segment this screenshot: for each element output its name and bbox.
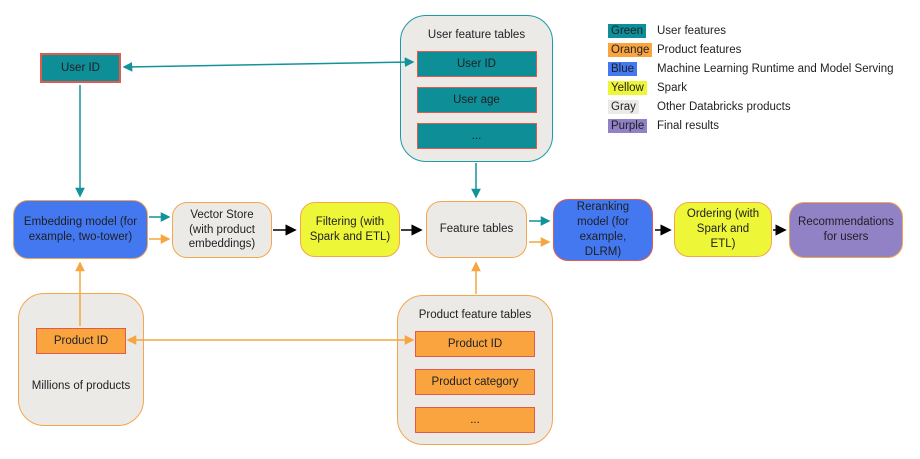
legend-label: Spark — [657, 81, 688, 94]
product-feature-tables-title: Product feature tables — [418, 309, 532, 321]
legend-item: Purple Final results — [608, 116, 894, 135]
node-recommendations: Recommendations for users — [789, 202, 903, 258]
user-feature-row: User age — [416, 87, 537, 113]
product-feature-row: ... — [415, 407, 535, 433]
node-vector-store: Vector Store (with product embeddings) — [172, 202, 272, 258]
node-filtering: Filtering (with Spark and ETL) — [300, 202, 400, 257]
user-feature-tables-title: User feature tables — [427, 29, 526, 41]
user-feature-row: ... — [416, 123, 537, 149]
legend-label: Machine Learning Runtime and Model Servi… — [657, 62, 894, 75]
product-feature-row: Product category — [415, 369, 535, 395]
legend-label: Other Databricks products — [657, 100, 791, 113]
legend-label: User features — [657, 24, 727, 37]
legend-label: Final results — [657, 119, 719, 132]
node-ordering: Ordering (with Spark and ETL) — [674, 202, 772, 257]
legend-item: Blue Machine Learning Runtime and Model … — [608, 59, 894, 78]
legend-swatch-green: Green — [608, 23, 646, 38]
legend-item: Gray Other Databricks products — [608, 97, 894, 116]
user-id-source-box: User ID — [40, 53, 121, 83]
legend-item: Yellow Spark — [608, 78, 894, 97]
legend-label: Product features — [657, 43, 742, 56]
product-feature-row: Product ID — [415, 331, 535, 357]
legend-swatch-purple: Purple — [608, 118, 648, 133]
arrow-userid-bidirectional — [122, 57, 415, 72]
node-embedding-model: Embedding model (for example, two-tower) — [13, 200, 148, 259]
millions-of-products-container: Product ID Millions of products — [18, 293, 144, 426]
legend: Green User features Orange Product featu… — [608, 21, 894, 135]
legend-item: Orange Product features — [608, 40, 894, 59]
legend-swatch-gray: Gray — [608, 99, 639, 114]
product-id-source-box: Product ID — [36, 328, 126, 354]
legend-swatch-orange: Orange — [608, 42, 653, 57]
user-feature-tables-container: User feature tables User ID User age ... — [400, 15, 553, 162]
node-feature-tables: Feature tables — [426, 201, 527, 258]
product-feature-tables-container: Product feature tables Product ID Produc… — [397, 295, 553, 445]
node-reranking-model: Reranking model (for example, DLRM) — [553, 199, 653, 261]
legend-item: Green User features — [608, 21, 894, 40]
user-feature-row: User ID — [416, 51, 537, 77]
legend-swatch-blue: Blue — [608, 61, 638, 76]
millions-of-products-caption: Millions of products — [31, 380, 131, 392]
legend-swatch-yellow: Yellow — [608, 80, 647, 95]
